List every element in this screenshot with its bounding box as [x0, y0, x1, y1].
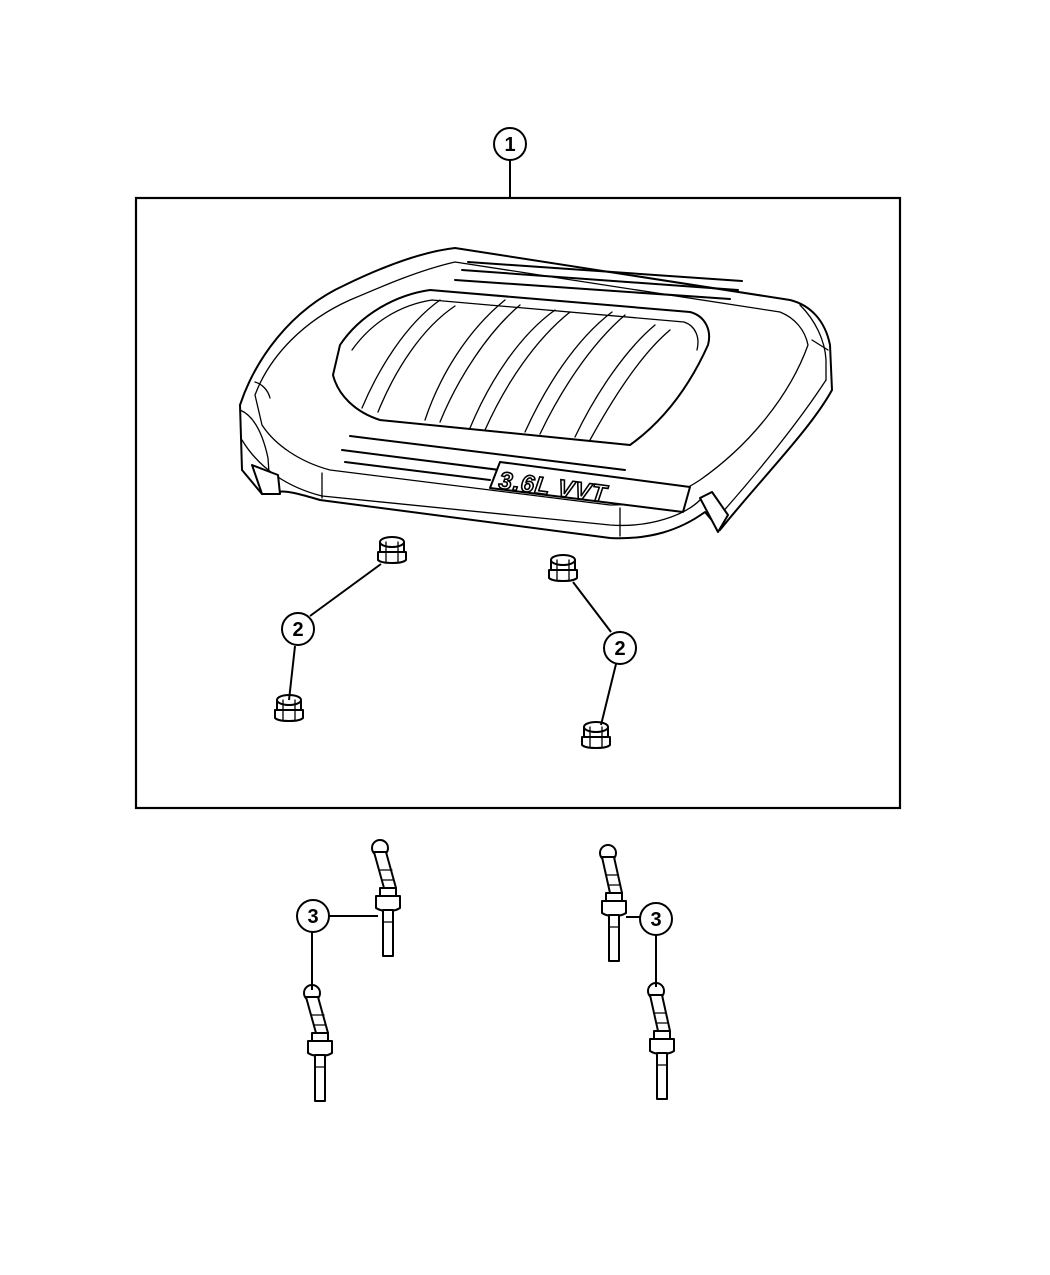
callout-3-label: 3	[307, 906, 318, 928]
callout-2-leader-left	[288, 645, 296, 701]
callout-2-label: 2	[292, 619, 303, 641]
grommet[interactable]	[548, 554, 578, 582]
callout-3[interactable]: 3	[639, 902, 673, 936]
stud[interactable]	[371, 839, 401, 957]
callout-2-leader-right	[600, 663, 617, 726]
callout-2-leader-right	[572, 581, 612, 633]
grommet[interactable]	[581, 721, 611, 749]
stud[interactable]	[599, 844, 627, 962]
stud[interactable]	[647, 982, 675, 1100]
grommet[interactable]	[377, 536, 407, 564]
callout-2[interactable]: 2	[281, 612, 315, 646]
callout-3-label: 3	[650, 909, 661, 931]
callout-2-leader-left	[309, 563, 382, 617]
callout-2[interactable]: 2	[603, 631, 637, 665]
callout-1-label: 1	[504, 134, 515, 156]
assembly-frame	[134, 196, 902, 810]
callout-3[interactable]: 3	[296, 899, 330, 933]
callout-1[interactable]: 1	[493, 127, 527, 161]
callout-2-label: 2	[614, 638, 625, 660]
engine-cover[interactable]: 3.6L VVT	[239, 247, 833, 540]
stud[interactable]	[303, 984, 333, 1102]
